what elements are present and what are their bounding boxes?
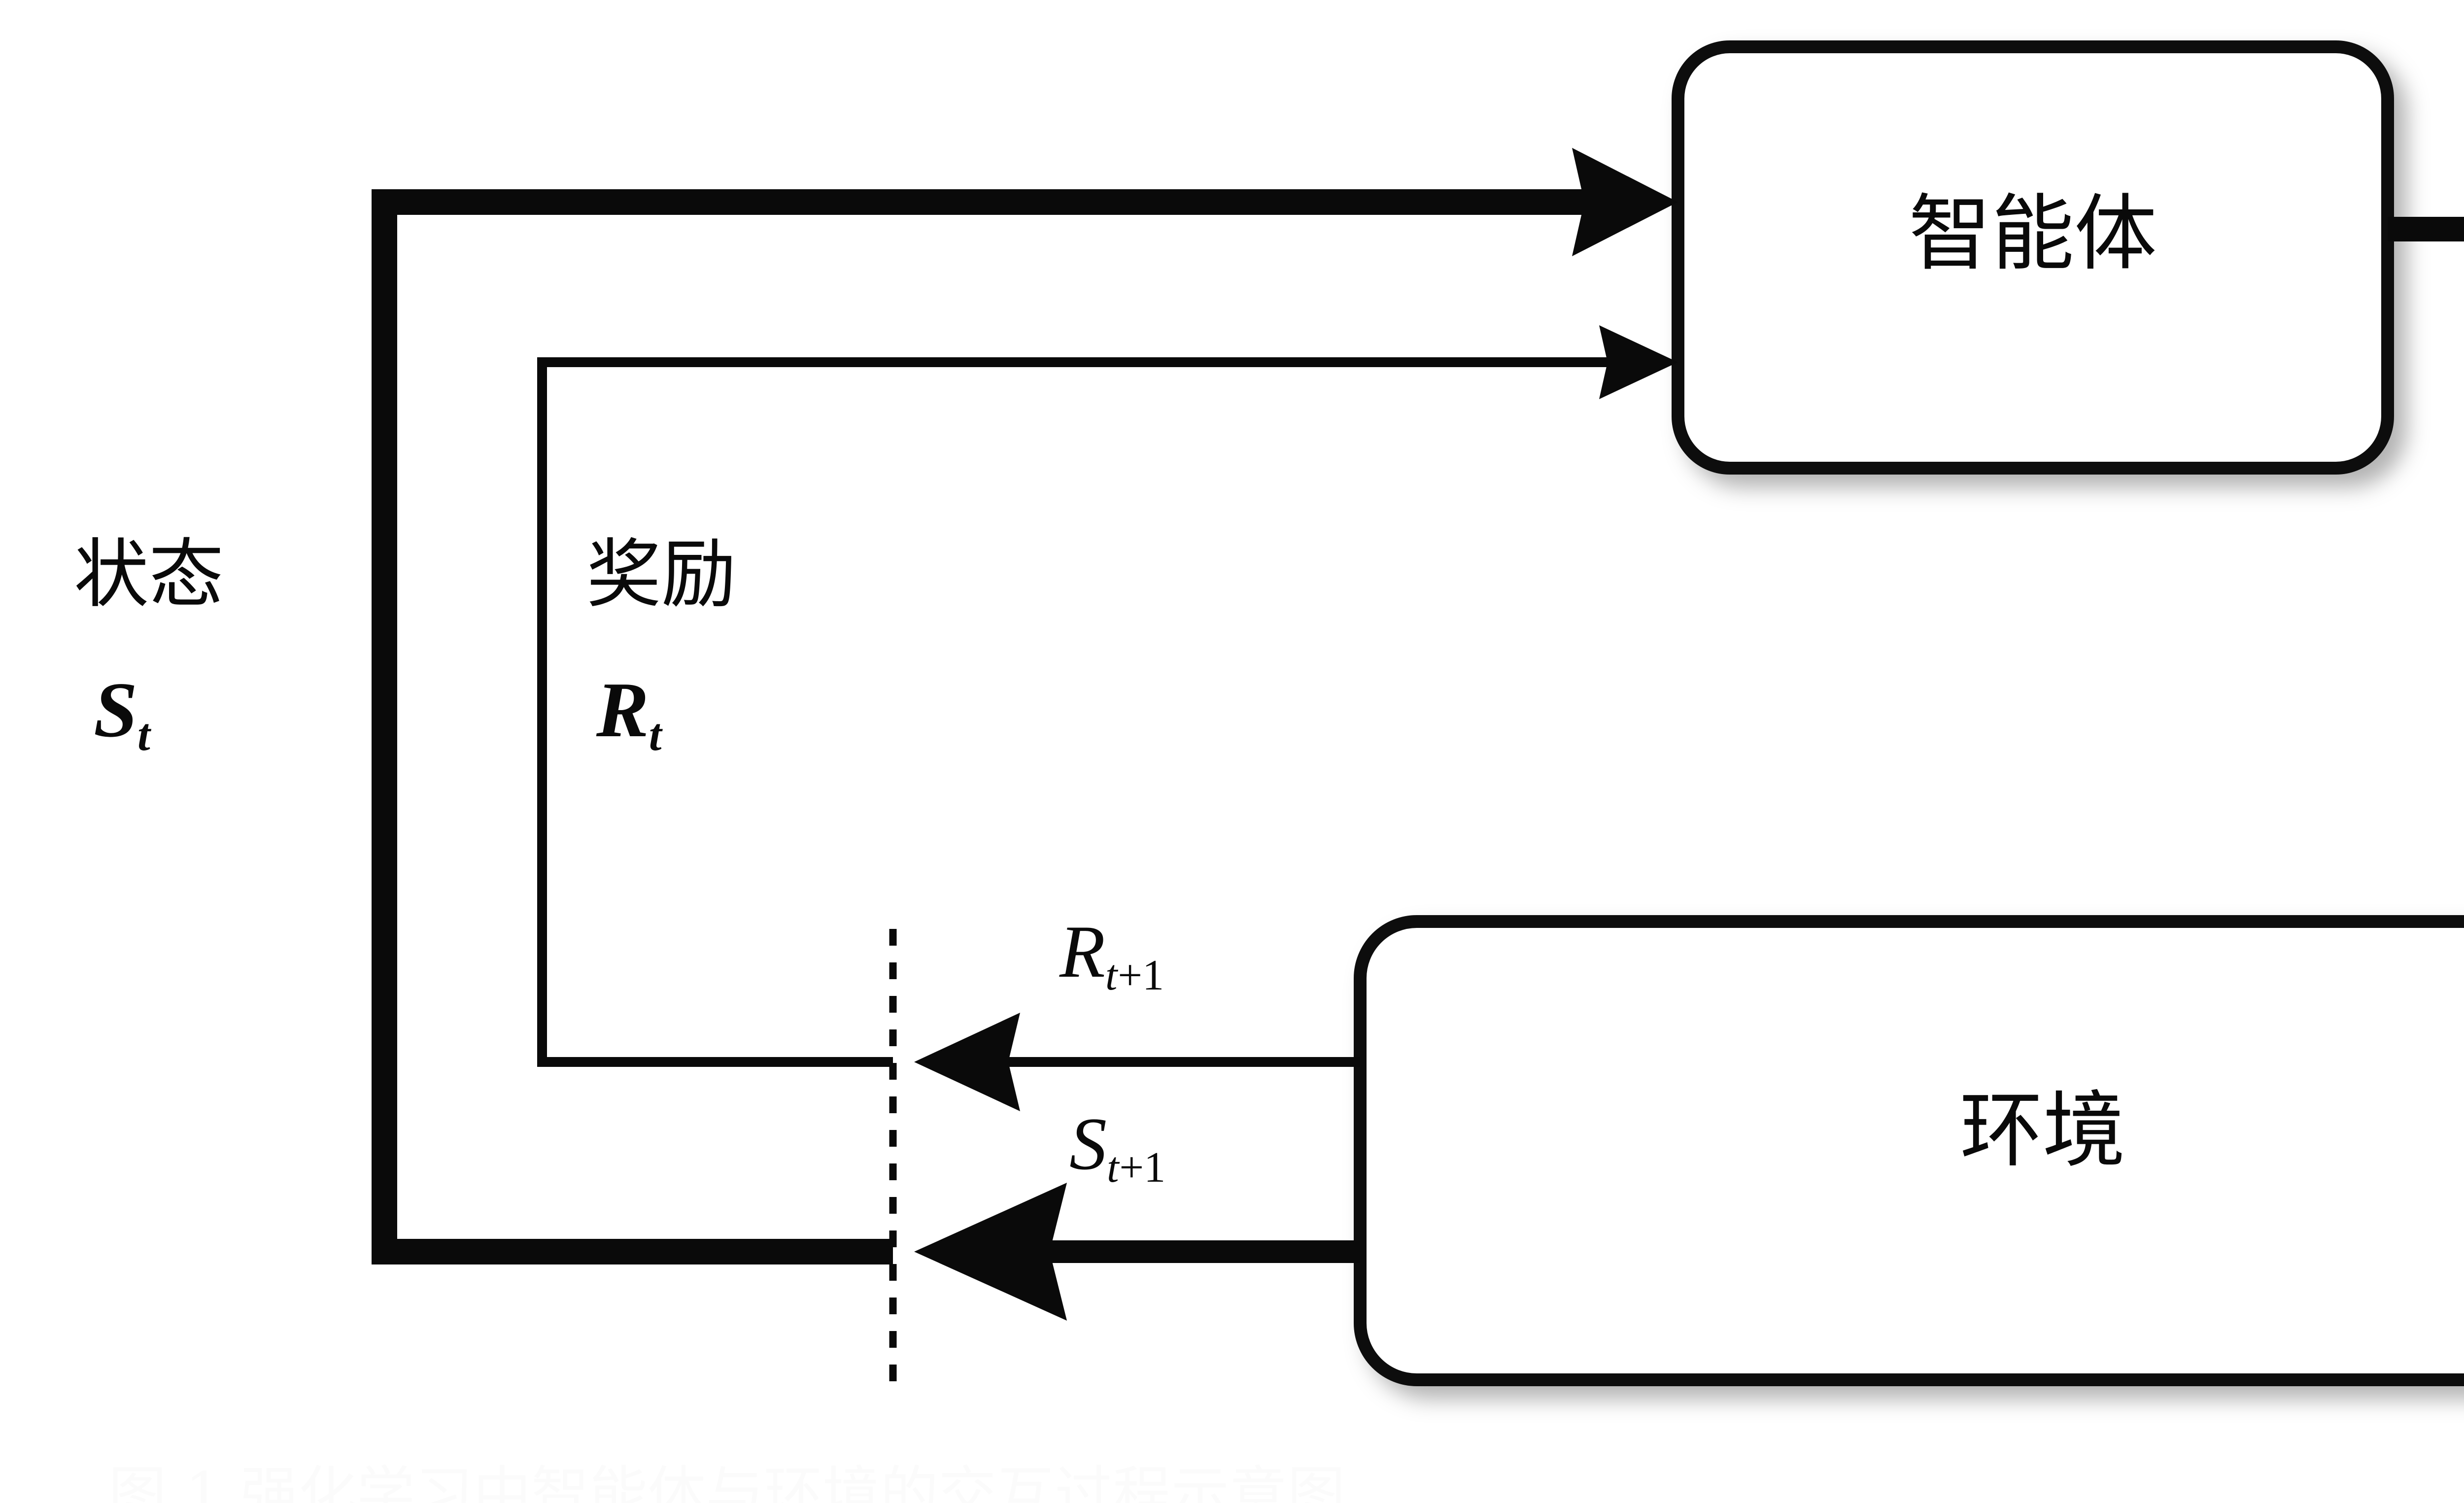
edge-reward-next-out bbox=[914, 1013, 1360, 1111]
reward-arrowhead-icon bbox=[1599, 325, 1678, 399]
reward-label-text: 奖励 bbox=[586, 531, 736, 618]
state-next-label-symbol: St+1 bbox=[1069, 1106, 1165, 1190]
reward-next-subscript-increment: +1 bbox=[1118, 951, 1164, 1000]
state-label-symbol: St bbox=[94, 670, 151, 758]
environment-box-label: 环境 bbox=[1960, 1082, 2125, 1179]
edge-state-to-agent bbox=[372, 148, 1678, 1264]
state-arrowhead-icon bbox=[1572, 148, 1678, 256]
reward-next-base: R bbox=[1060, 910, 1105, 993]
state-next-subscript-increment: +1 bbox=[1119, 1143, 1166, 1192]
reward-symbol-subscript: t bbox=[649, 709, 662, 760]
state-next-base: S bbox=[1069, 1102, 1107, 1185]
state-symbol-base: S bbox=[94, 666, 137, 753]
environment-node[interactable] bbox=[1354, 915, 2464, 1386]
reward-symbol-base: R bbox=[596, 666, 649, 753]
agent-node[interactable] bbox=[1672, 40, 2394, 475]
state-next-subscript: t bbox=[1107, 1143, 1120, 1192]
reward-next-label-symbol: Rt+1 bbox=[1060, 914, 1164, 997]
figure-caption: 图 1 强化学习中智能体与环境的交互过程示意图 bbox=[108, 1465, 1346, 1503]
environment-box-shape bbox=[1354, 915, 2464, 1386]
agent-box-shape bbox=[1672, 40, 2394, 475]
reward-label-symbol: Rt bbox=[596, 670, 662, 758]
agent-box-label: 智能体 bbox=[1909, 185, 2157, 282]
state-next-arrowhead-icon bbox=[914, 1183, 1067, 1321]
state-path-line bbox=[372, 189, 1602, 1264]
edge-reward-to-agent bbox=[537, 325, 1678, 1067]
reward-path-line bbox=[537, 357, 1621, 1067]
reward-next-subscript: t bbox=[1105, 951, 1118, 1000]
state-label-text: 状态 bbox=[74, 531, 224, 618]
edge-state-next-out bbox=[914, 1183, 1360, 1321]
reward-next-arrowhead-icon bbox=[914, 1013, 1020, 1111]
state-symbol-subscript: t bbox=[137, 709, 151, 760]
